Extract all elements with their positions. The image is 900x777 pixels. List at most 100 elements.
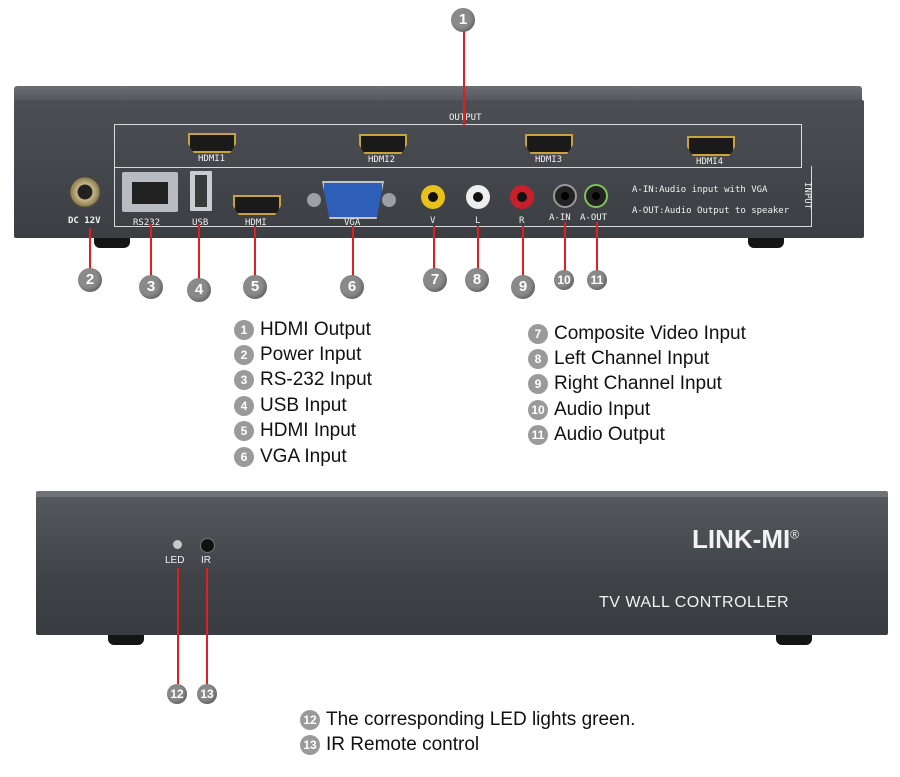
brand-name: LINK-MI	[692, 524, 791, 554]
legend-number: 11	[528, 425, 548, 446]
legend-item: 10 Audio Input	[528, 397, 746, 422]
legend-number: 1	[234, 319, 254, 340]
usb-label: USB	[192, 218, 209, 228]
marker-2: 2	[78, 268, 102, 292]
audio-in-label: A-IN	[549, 213, 571, 223]
hdmi-input-port	[233, 195, 281, 215]
legend-text: Right Channel Input	[554, 373, 722, 395]
legend-number: 8	[528, 349, 548, 370]
vga-screw-left	[307, 193, 321, 207]
legend-text: Audio Input	[554, 398, 651, 420]
input-section-frame	[114, 166, 812, 227]
callout-line-2	[89, 228, 91, 272]
legend-number: 6	[234, 446, 254, 467]
callout-line-6	[352, 226, 354, 280]
audio-out-label: A-OUT	[580, 213, 608, 223]
legend-number: 4	[234, 395, 254, 416]
note-a-in: A-IN:Audio input with VGA	[632, 185, 768, 195]
legend-text: Composite Video Input	[554, 322, 746, 344]
legend-number: 3	[234, 370, 254, 391]
hdmi-input-label: HDMI	[245, 218, 267, 228]
output-section-frame	[114, 124, 802, 168]
legend-bottom: 12 The corresponding LED lights green. 13…	[300, 707, 635, 758]
audio-out-jack	[584, 184, 608, 208]
legend-text: Power Input	[260, 344, 362, 366]
marker-1: 1	[451, 8, 475, 32]
marker-4: 4	[187, 278, 211, 302]
rca-video-port	[421, 185, 445, 209]
callout-line-7	[433, 226, 435, 272]
rca-left-port	[466, 185, 490, 209]
led-label: LED	[165, 555, 185, 566]
legend-text: The corresponding LED lights green.	[326, 708, 636, 730]
rear-foot-right	[748, 238, 784, 248]
hdmi-output-port-2	[359, 134, 407, 154]
legend-item: 11 Audio Output	[528, 423, 746, 448]
legend-text: USB Input	[260, 394, 347, 416]
front-foot-left	[108, 635, 144, 645]
hdmi-output-port-3	[525, 134, 573, 154]
led-indicator	[173, 540, 182, 549]
rear-chassis-top	[14, 86, 862, 104]
vga-screw-right	[382, 193, 396, 207]
legend-text: RS-232 Input	[260, 369, 372, 391]
dc-label: DC 12V	[68, 216, 101, 226]
marker-9: 9	[511, 275, 535, 299]
marker-11: 11	[587, 270, 607, 290]
registered-mark: ®	[790, 527, 800, 542]
legend-number: 12	[300, 709, 320, 730]
input-section-label: INPUT	[802, 182, 812, 210]
front-chassis	[36, 497, 888, 635]
marker-10: 10	[554, 270, 574, 290]
legend-item: 12 The corresponding LED lights green.	[300, 707, 635, 732]
marker-13: 13	[197, 684, 217, 704]
legend-number: 2	[234, 345, 254, 366]
marker-8: 8	[465, 268, 489, 292]
hdmi-output-label-3: HDMI3	[535, 155, 563, 165]
ir-label: IR	[201, 555, 211, 566]
output-section-label: OUTPUT	[449, 113, 482, 123]
legend-item: 3 RS-232 Input	[234, 368, 372, 393]
legend-number: 10	[528, 399, 548, 420]
marker-6: 6	[340, 275, 364, 299]
marker-5: 5	[243, 275, 267, 299]
legend-item: 1 HDMI Output	[234, 317, 372, 342]
legend-text: Audio Output	[554, 424, 665, 446]
hdmi-output-label-1: HDMI1	[198, 154, 226, 164]
ir-receiver	[200, 538, 215, 553]
legend-item: 7 Composite Video Input	[528, 321, 746, 346]
vga-label: VGA	[344, 218, 361, 228]
legend-text: HDMI Output	[260, 318, 371, 340]
legend-item: 5 HDMI Input	[234, 419, 372, 444]
rs232-label: RS232	[133, 218, 161, 228]
legend-text: IR Remote control	[326, 734, 480, 756]
callout-line-11	[596, 222, 598, 272]
callout-line-12	[177, 568, 179, 684]
audio-in-jack	[553, 184, 577, 208]
hdmi-output-port-1	[188, 133, 236, 153]
legend-number: 13	[300, 735, 320, 756]
legend-number: 7	[528, 323, 548, 344]
usb-port	[190, 171, 212, 211]
callout-line-4	[198, 224, 200, 280]
brand-logo: LINK-MI®	[692, 524, 799, 555]
legend-number: 5	[234, 421, 254, 442]
callout-line-10	[564, 222, 566, 272]
marker-12: 12	[167, 684, 187, 704]
marker-3: 3	[139, 275, 163, 299]
callout-line-9	[522, 226, 524, 280]
legend-number: 9	[528, 374, 548, 395]
rca-left-label: L	[475, 216, 481, 226]
note-a-out: A-OUT:Audio Output to speaker	[632, 206, 790, 216]
legend-item: 13 IR Remote control	[300, 732, 635, 757]
legend-text: HDMI Input	[260, 420, 357, 442]
callout-line-13	[206, 568, 208, 684]
vga-port	[322, 181, 384, 219]
hdmi-output-label-2: HDMI2	[368, 155, 396, 165]
dc-power-jack	[68, 175, 102, 209]
rca-video-label: V	[430, 216, 436, 226]
